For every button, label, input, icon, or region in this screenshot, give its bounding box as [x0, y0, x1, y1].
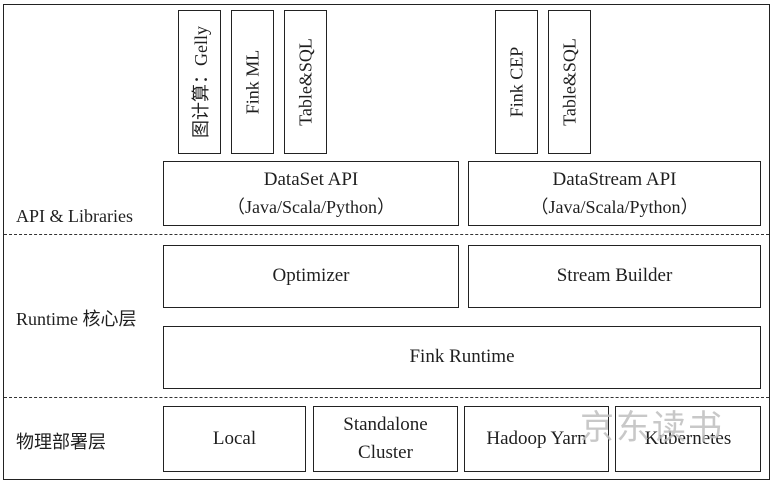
layer-divider-runtime-physical: [4, 397, 769, 398]
fink-runtime-label: Fink Runtime: [409, 346, 515, 368]
dataset-api-languages: （Java/Scala/Python）: [227, 197, 395, 218]
library-fink-cep-box: Fink CEP: [495, 10, 538, 154]
library-fink-ml-box: Fink ML: [231, 10, 274, 154]
diagram-frame: [3, 4, 770, 480]
library-gelly-box: 图计算：Gelly: [178, 10, 221, 154]
deploy-standalone-label-line2: Cluster: [358, 442, 413, 463]
optimizer-label: Optimizer: [272, 265, 350, 287]
library-table-sql-box: Table&SQL: [284, 10, 327, 154]
library-gelly-label: 图计算：Gelly: [190, 26, 211, 138]
library-table-sql-label: Table&SQL: [295, 38, 315, 126]
library-stream-table-sql-box: Table&SQL: [548, 10, 591, 154]
optimizer-box: Optimizer: [163, 245, 459, 308]
deploy-yarn-box: Hadoop Yarn: [464, 406, 609, 472]
deploy-standalone-label-line1: Standalone: [343, 413, 428, 435]
stream-builder-box: Stream Builder: [468, 245, 761, 308]
deploy-kubernetes-box: Kubernetes: [615, 406, 761, 472]
layer-label-runtime: Runtime 核心层: [16, 309, 137, 329]
datastream-api-box: DataStream API （Java/Scala/Python）: [468, 161, 761, 226]
fink-runtime-box: Fink Runtime: [163, 326, 761, 389]
layer-label-api: API & Libraries: [16, 206, 133, 226]
datastream-api-title: DataStream API: [552, 168, 677, 190]
dataset-api-box: DataSet API （Java/Scala/Python）: [163, 161, 459, 226]
layer-label-physical: 物理部署层: [16, 432, 106, 452]
library-fink-cep-label: Fink CEP: [506, 46, 526, 118]
deploy-local-box: Local: [163, 406, 306, 472]
library-fink-ml-label: Fink ML: [242, 49, 262, 115]
datastream-api-languages: （Java/Scala/Python）: [530, 197, 699, 218]
stream-builder-label: Stream Builder: [556, 265, 673, 287]
dataset-api-title: DataSet API: [263, 168, 359, 190]
layer-divider-api-runtime: [4, 234, 769, 235]
watermark: 京东读书: [580, 408, 724, 448]
deploy-local-label: Local: [212, 427, 257, 449]
deploy-kubernetes-label: Kubernetes: [644, 427, 732, 449]
library-stream-table-sql-label: Table&SQL: [559, 38, 579, 126]
deploy-yarn-label: Hadoop Yarn: [486, 427, 587, 449]
deploy-standalone-box: Standalone Cluster: [313, 406, 458, 472]
